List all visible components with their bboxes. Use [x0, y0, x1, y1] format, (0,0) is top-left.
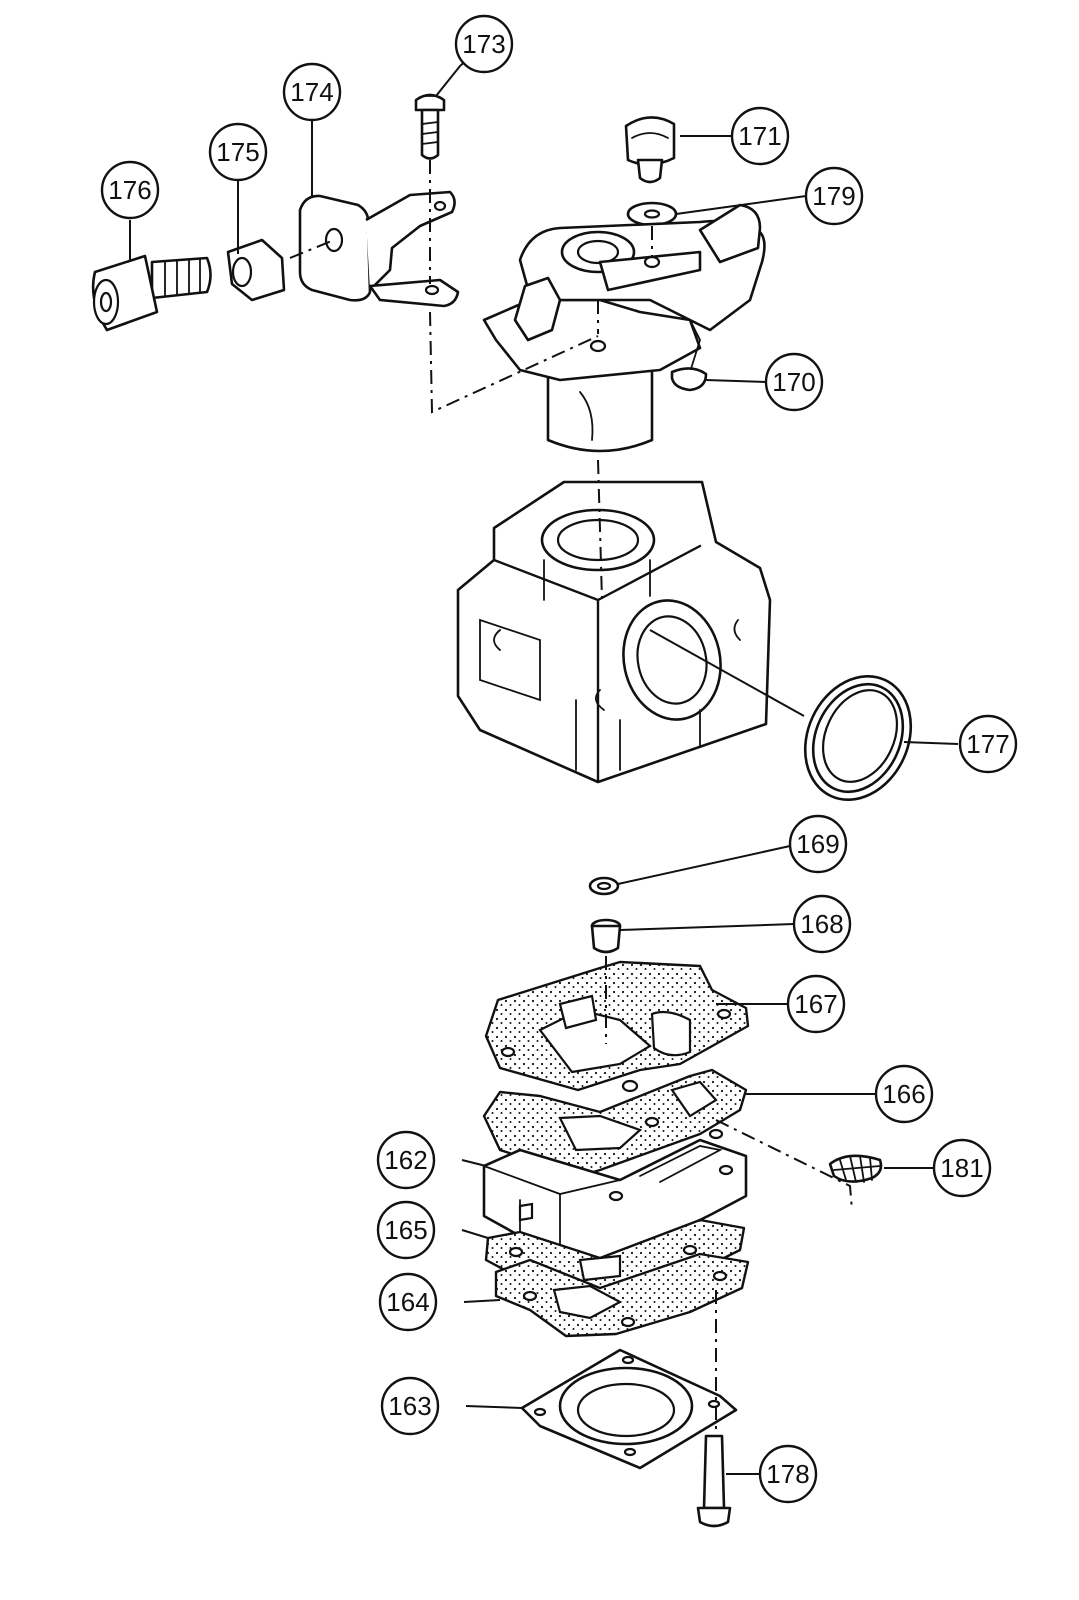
part-179-washer: [626, 201, 678, 227]
part-181-filter: [828, 1154, 883, 1183]
leader-lines: [129, 43, 959, 1475]
callout-164: 164: [378, 1272, 438, 1332]
assembly-lines: [289, 160, 853, 1430]
callout-178-label: 178: [766, 1459, 809, 1489]
callout-171: 171: [730, 106, 790, 166]
callout-176: 176: [100, 160, 160, 220]
callout-179-label: 179: [812, 181, 855, 211]
callout-175: 175: [208, 122, 268, 182]
part-174-bracket: [298, 190, 460, 308]
callout-169: 169: [788, 814, 848, 874]
callout-170-label: 170: [772, 367, 815, 397]
callout-168-label: 168: [800, 909, 843, 939]
part-176-hose-fitting: [91, 254, 212, 332]
callout-165: 165: [376, 1200, 436, 1260]
callout-179: 179: [804, 166, 864, 226]
part-162-float-chamber: [482, 1138, 748, 1262]
callout-170: 170: [764, 352, 824, 412]
callout-166-label: 166: [882, 1079, 925, 1109]
callout-162-label: 162: [384, 1145, 427, 1175]
callout-177-label: 177: [966, 729, 1009, 759]
callout-176-label: 176: [108, 175, 151, 205]
callout-167-label: 167: [794, 989, 837, 1019]
callout-162: 162: [376, 1130, 436, 1190]
callout-165-label: 165: [384, 1215, 427, 1245]
main-carburetor-body: [456, 480, 772, 784]
part-175-hex-nut: [226, 238, 286, 302]
callout-164-label: 164: [386, 1287, 429, 1317]
part-177-seal-ring: [803, 674, 913, 802]
callout-177: 177: [958, 714, 1018, 774]
callout-174: 174: [282, 62, 342, 122]
callout-181: 181: [932, 1138, 992, 1198]
callout-166: 166: [874, 1064, 934, 1124]
upper-valve-body: [482, 203, 766, 453]
part-171-plug: [624, 116, 676, 184]
part-178-bolt: [696, 1434, 732, 1528]
callout-174-label: 174: [290, 77, 333, 107]
callout-173-label: 173: [462, 29, 505, 59]
callout-168: 168: [792, 894, 852, 954]
callout-169-label: 169: [796, 829, 839, 859]
part-168-needle-seat: [590, 918, 622, 954]
callout-173: 173: [454, 14, 514, 74]
part-173-screw: [414, 93, 446, 160]
part-167-gasket: [484, 960, 750, 1093]
callout-175-label: 175: [216, 137, 259, 167]
callout-181-label: 181: [940, 1153, 983, 1183]
callout-171-label: 171: [738, 121, 781, 151]
callout-163-label: 163: [388, 1391, 431, 1421]
callout-167: 167: [786, 974, 846, 1034]
part-163-cover-plate: [520, 1348, 738, 1470]
part-169-o-ring: [588, 876, 620, 896]
callout-178: 178: [758, 1444, 818, 1504]
callout-163: 163: [380, 1376, 440, 1436]
